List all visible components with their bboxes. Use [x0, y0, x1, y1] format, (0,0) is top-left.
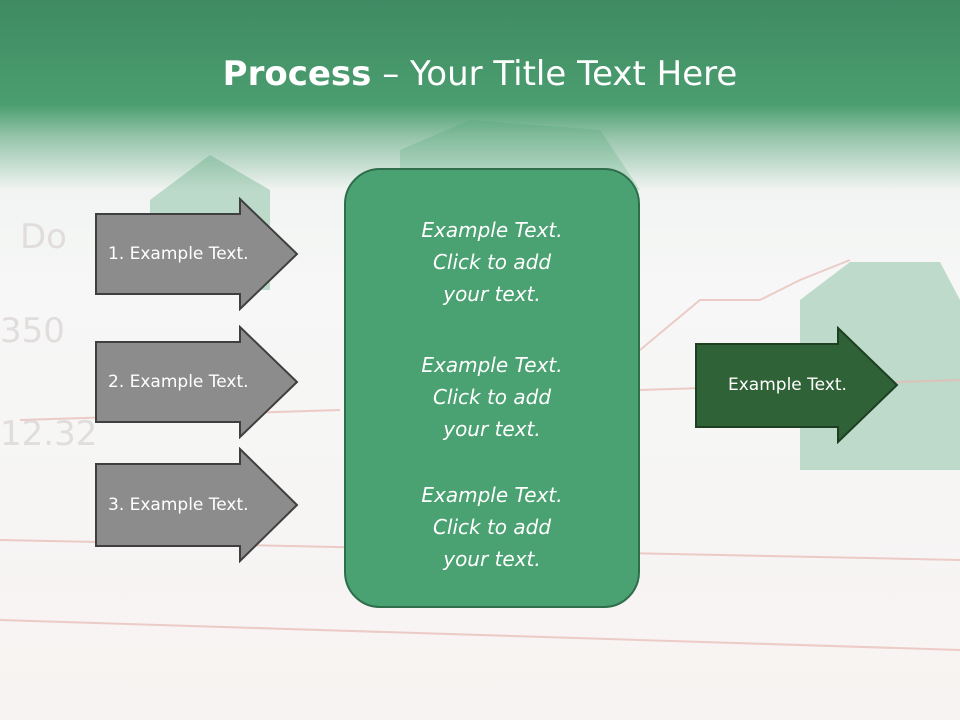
text-block-2[interactable]: Example Text. Click to add your text.	[346, 349, 638, 445]
arrow-right-icon	[695, 325, 899, 445]
block-line: Click to add	[432, 250, 552, 274]
arrow-right-icon	[95, 446, 299, 564]
step-arrow-2[interactable]: 2. Example Text.	[94, 324, 300, 440]
step-arrow-3[interactable]: 3. Example Text.	[94, 446, 300, 564]
block-line: Example Text.	[421, 483, 563, 507]
arrow-right-icon	[95, 196, 299, 312]
text-block-3[interactable]: Example Text. Click to add your text.	[346, 479, 638, 575]
center-process-box[interactable]: Example Text. Click to add your text. Ex…	[344, 168, 640, 608]
title-rest: Your Title Text Here	[410, 54, 738, 94]
result-arrow[interactable]: Example Text.	[694, 325, 900, 445]
slide-title: Process – Your Title Text Here	[0, 54, 960, 94]
header-band	[0, 0, 960, 190]
bg-number-350: 350	[0, 311, 65, 351]
step-label: 2. Example Text.	[108, 372, 249, 392]
block-line: Example Text.	[421, 353, 563, 377]
block-line: Click to add	[432, 515, 552, 539]
block-line: Example Text.	[421, 218, 563, 242]
bg-number-12: 12.32	[0, 414, 97, 454]
step-label: 3. Example Text.	[108, 495, 249, 515]
step-label: 1. Example Text.	[108, 244, 249, 264]
block-line: your text.	[443, 547, 541, 571]
text-block-1[interactable]: Example Text. Click to add your text.	[346, 214, 638, 310]
step-arrow-1[interactable]: 1. Example Text.	[94, 196, 300, 312]
block-line: Click to add	[432, 385, 552, 409]
title-dash: –	[371, 54, 411, 94]
arrow-right-icon	[95, 324, 299, 440]
result-label: Example Text.	[728, 375, 847, 395]
title-bold: Process	[222, 54, 372, 94]
block-line: your text.	[443, 282, 541, 306]
bg-word: Do	[20, 217, 67, 257]
block-line: your text.	[443, 417, 541, 441]
